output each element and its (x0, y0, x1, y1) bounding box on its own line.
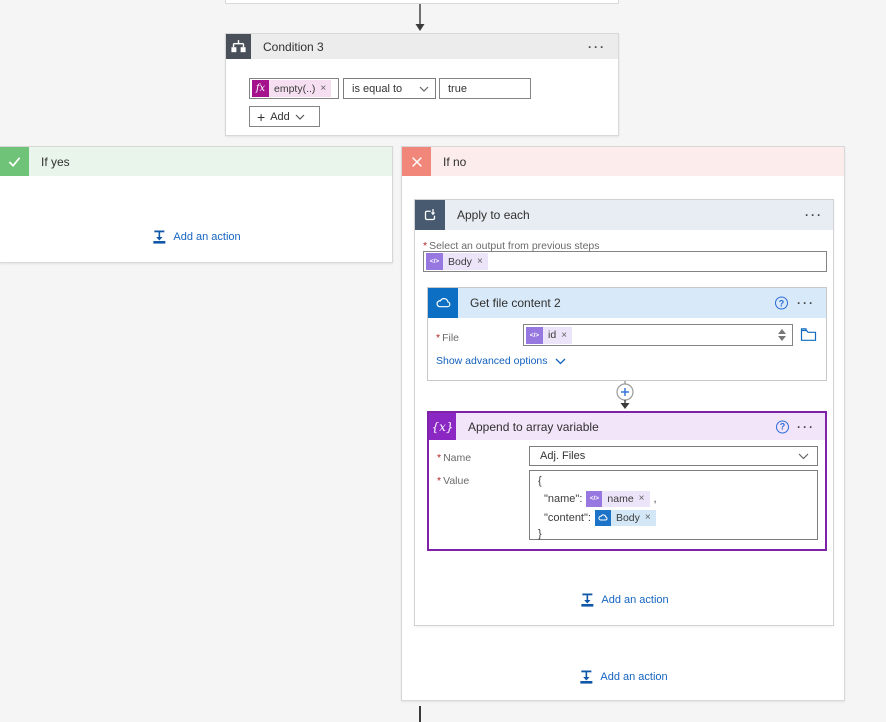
onedrive-cloud-icon (428, 288, 458, 318)
variable-name-value: Adj. Files (540, 450, 586, 462)
x-icon (402, 147, 431, 176)
get-file-content-title: Get file content 2 (470, 296, 561, 310)
value-line-open: { (538, 475, 542, 487)
content-token-label: Body (615, 511, 640, 524)
condition-value-input[interactable]: true (439, 78, 531, 99)
fx-icon: fx (252, 80, 269, 97)
add-action-icon (580, 670, 593, 684)
condition-title: Condition 3 (263, 39, 324, 54)
get-file-content-card: Get file content 2 ? ··· *File </> (427, 287, 827, 381)
if-yes-header: If yes (0, 147, 392, 176)
if-yes-add-action-link[interactable]: Add an action (151, 229, 241, 245)
if-no-add-action-label: Add an action (600, 671, 668, 683)
value-content-key: "content": (544, 511, 591, 524)
folder-picker-icon[interactable] (800, 327, 817, 342)
append-to-array-menu-button[interactable]: ··· (797, 419, 815, 434)
required-marker: * (423, 240, 428, 252)
previous-card-edge (225, 0, 619, 4)
condition-card: Condition 3 ··· fx empty(..) × is equal … (225, 33, 619, 136)
if-yes-label: If yes (41, 154, 70, 169)
file-input[interactable]: </> id × (523, 324, 793, 346)
chevron-down-icon (419, 86, 429, 92)
content-token-close-icon[interactable]: × (644, 512, 651, 523)
value-label: *Value (437, 475, 470, 487)
if-yes-add-action-label: Add an action (173, 231, 241, 243)
if-no-branch-card: If no Apply to each ··· *Select an outpu… (401, 146, 845, 701)
plus-icon: + (257, 108, 266, 125)
required-marker: * (436, 332, 441, 344)
apply-to-each-header[interactable]: Apply to each ··· (415, 200, 833, 230)
apply-to-each-menu-button[interactable]: ··· (805, 208, 823, 222)
body-token-label: Body (448, 255, 472, 268)
variable-name-select[interactable]: Adj. Files (529, 446, 818, 466)
dynamic-content-icon: </> (426, 253, 443, 270)
chevron-down-icon (798, 453, 809, 459)
variable-value-editor[interactable]: { "name": </> name × , (529, 470, 818, 540)
onedrive-cloud-icon (594, 509, 611, 526)
content-body-token[interactable]: Body × (594, 509, 656, 526)
name-token-label: name (607, 492, 634, 505)
file-id-token[interactable]: </> id × (526, 326, 573, 344)
help-icon[interactable]: ? (776, 420, 789, 433)
id-token-label: id (548, 329, 557, 341)
condition-add-label: Add (270, 110, 290, 123)
if-no-label: If no (443, 154, 467, 169)
apply-to-each-add-action-link[interactable]: Add an action (579, 592, 669, 608)
append-to-array-title: Append to array variable (468, 419, 599, 434)
select-output-input[interactable]: </> Body × (423, 251, 827, 272)
bottom-connector-line (419, 706, 421, 722)
expression-token-close-icon[interactable]: × (320, 83, 327, 94)
operator-value: is equal to (352, 82, 403, 95)
variable-icon: {x} (429, 413, 456, 440)
insert-step-connector (616, 381, 634, 409)
get-file-content-menu-button[interactable]: ··· (797, 296, 815, 310)
condition-add-button[interactable]: + Add (249, 106, 320, 127)
add-action-icon (581, 593, 594, 607)
select-output-label: *Select an output from previous steps (423, 240, 600, 252)
dynamic-content-icon: </> (586, 490, 603, 507)
loop-icon (415, 200, 445, 230)
expression-token[interactable]: fx empty(..) × (252, 80, 332, 97)
value-comma: , (653, 492, 657, 505)
condition-icon (226, 34, 251, 59)
append-to-array-card: {x} Append to array variable ? ··· *Name… (427, 411, 827, 551)
body-output-token[interactable]: </> Body × (426, 253, 488, 270)
name-token-close-icon[interactable]: × (638, 493, 645, 504)
condition-menu-button[interactable]: ··· (588, 39, 606, 54)
file-input-spinner[interactable] (778, 329, 786, 341)
required-marker: * (437, 475, 442, 487)
id-token-close-icon[interactable]: × (561, 329, 568, 341)
if-no-header: If no (402, 147, 844, 176)
expression-token-label: empty(..) (274, 82, 316, 95)
apply-to-each-card: Apply to each ··· *Select an output from… (414, 199, 834, 626)
file-label: *File (436, 332, 460, 344)
name-label: *Name (437, 452, 472, 464)
check-icon (0, 147, 29, 176)
chevron-down-icon (555, 358, 565, 364)
condition-expression-box[interactable]: fx empty(..) × (249, 78, 339, 99)
condition-operator-select[interactable]: is equal to (343, 78, 436, 99)
value-name-key: "name": (544, 492, 583, 505)
if-no-add-action-link[interactable]: Add an action (578, 669, 668, 685)
add-action-icon (153, 230, 166, 244)
value-line-close: } (538, 528, 542, 540)
help-icon[interactable]: ? (775, 296, 788, 310)
show-advanced-options-link[interactable]: Show advanced options (436, 355, 566, 367)
dynamic-content-icon: </> (526, 326, 543, 344)
name-token[interactable]: </> name × (586, 490, 650, 507)
condition-value-text: true (448, 82, 467, 95)
append-to-array-header[interactable]: {x} Append to array variable ? ··· (429, 413, 825, 440)
condition-header[interactable]: Condition 3 ··· (226, 34, 618, 59)
required-marker: * (437, 452, 442, 464)
apply-to-each-title: Apply to each (457, 208, 530, 222)
if-yes-branch-card: If yes Add an action (0, 146, 393, 263)
apply-add-action-label: Add an action (601, 594, 669, 606)
get-file-content-header[interactable]: Get file content 2 ? ··· (428, 288, 826, 318)
connector-arrow-icon (415, 4, 425, 31)
body-token-close-icon[interactable]: × (476, 256, 483, 267)
chevron-down-icon (295, 114, 305, 120)
